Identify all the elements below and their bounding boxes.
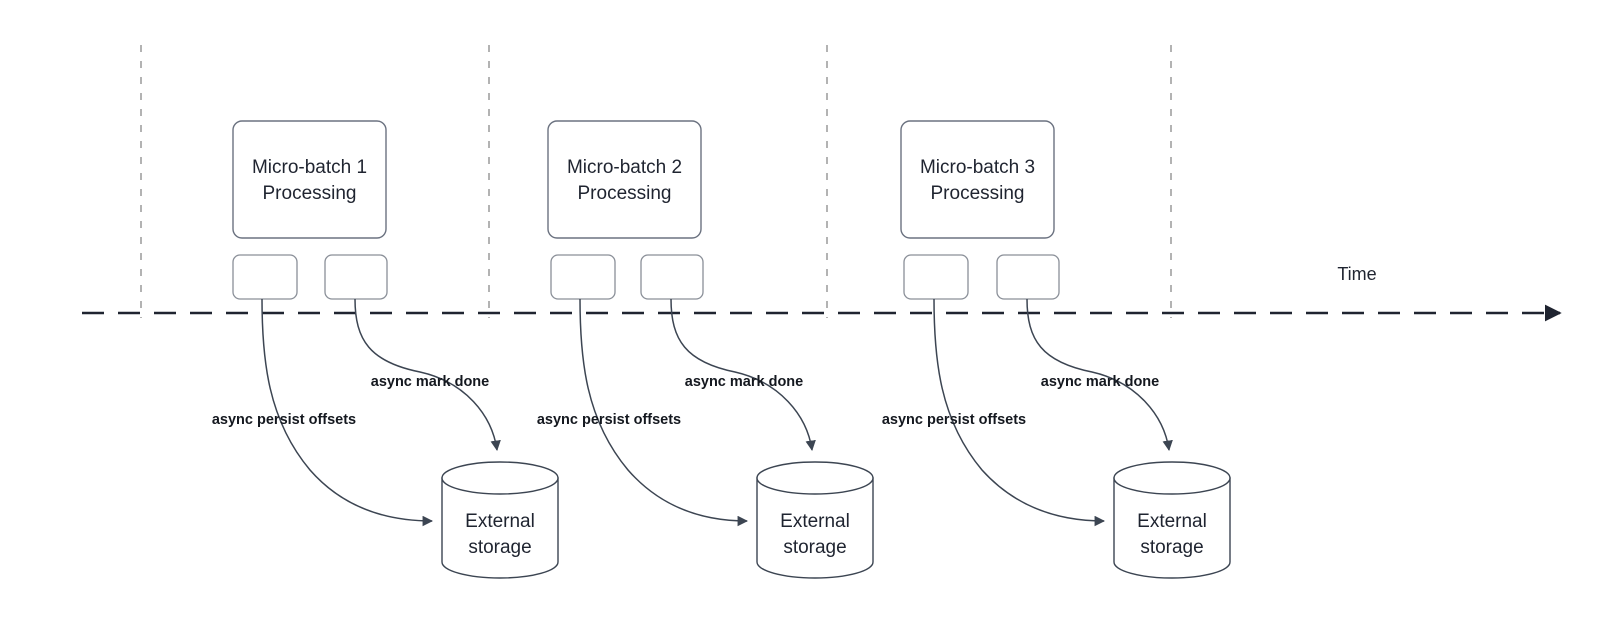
edge-label-async-persist-offsets-2: async persist offsets bbox=[537, 412, 681, 428]
edge-label-async-mark-done-1: async mark done bbox=[371, 374, 489, 390]
cylinder-top-3 bbox=[1113, 461, 1231, 495]
task-box-persist-3[interactable] bbox=[903, 254, 969, 300]
micro-batch-3-title-line2: Processing bbox=[931, 183, 1025, 204]
external-storage-2-line2: storage bbox=[783, 537, 846, 558]
micro-batch-1-box[interactable] bbox=[232, 120, 387, 239]
cylinder-body-2 bbox=[756, 477, 874, 579]
task-box-markdone-3[interactable] bbox=[996, 254, 1060, 300]
cylinder-body-1 bbox=[441, 477, 559, 579]
separator-group bbox=[140, 45, 1172, 318]
external-storage-2-line1: External bbox=[780, 511, 850, 532]
edge-label-async-mark-done-3: async mark done bbox=[1041, 374, 1159, 390]
edge-label-async-persist-offsets-1: async persist offsets bbox=[212, 412, 356, 428]
cylinder-top-2 bbox=[756, 461, 874, 495]
micro-batch-2-box[interactable] bbox=[547, 120, 702, 239]
task-box-persist-1[interactable] bbox=[232, 254, 298, 300]
external-storage-cylinder-2[interactable]: External storage bbox=[756, 461, 874, 579]
edge-async-persist-offsets-2 bbox=[579, 298, 749, 527]
micro-batch-1-title-line2: Processing bbox=[263, 183, 357, 204]
edge-label-async-mark-done-2: async mark done bbox=[685, 374, 803, 390]
external-storage-3-line1: External bbox=[1137, 511, 1207, 532]
edge-async-persist-offsets-1 bbox=[261, 298, 434, 527]
micro-batch-1-group: Micro-batch 1 Processing async mark done… bbox=[212, 120, 559, 579]
external-storage-cylinder-1[interactable]: External storage bbox=[441, 461, 559, 579]
cylinder-body-3 bbox=[1113, 477, 1231, 579]
micro-batch-3-title-line1: Micro-batch 3 bbox=[920, 157, 1035, 178]
edge-async-mark-done-3 bbox=[1026, 298, 1173, 452]
edge-async-persist-offsets-3 bbox=[933, 298, 1106, 527]
edge-async-mark-done-1 bbox=[354, 298, 501, 452]
micro-batch-1-title-line1: Micro-batch 1 bbox=[252, 157, 367, 178]
micro-batch-2-title-line2: Processing bbox=[578, 183, 672, 204]
external-storage-cylinder-3[interactable]: External storage bbox=[1113, 461, 1231, 579]
micro-batch-2-title-line1: Micro-batch 2 bbox=[567, 157, 682, 178]
external-storage-3-line2: storage bbox=[1140, 537, 1203, 558]
edge-async-mark-done-2 bbox=[670, 298, 816, 452]
cylinder-top-1 bbox=[441, 461, 559, 495]
task-box-markdone-2[interactable] bbox=[640, 254, 704, 300]
micro-batch-3-group: Micro-batch 3 Processing async mark done… bbox=[882, 120, 1231, 579]
time-axis-label: Time bbox=[1337, 264, 1376, 284]
task-box-markdone-1[interactable] bbox=[324, 254, 388, 300]
edge-label-async-persist-offsets-3: async persist offsets bbox=[882, 412, 1026, 428]
micro-batch-3-box[interactable] bbox=[900, 120, 1055, 239]
external-storage-1-line1: External bbox=[465, 511, 535, 532]
micro-batch-2-group: Micro-batch 2 Processing async mark done… bbox=[537, 120, 874, 579]
task-box-persist-2[interactable] bbox=[550, 254, 616, 300]
external-storage-1-line2: storage bbox=[468, 537, 531, 558]
